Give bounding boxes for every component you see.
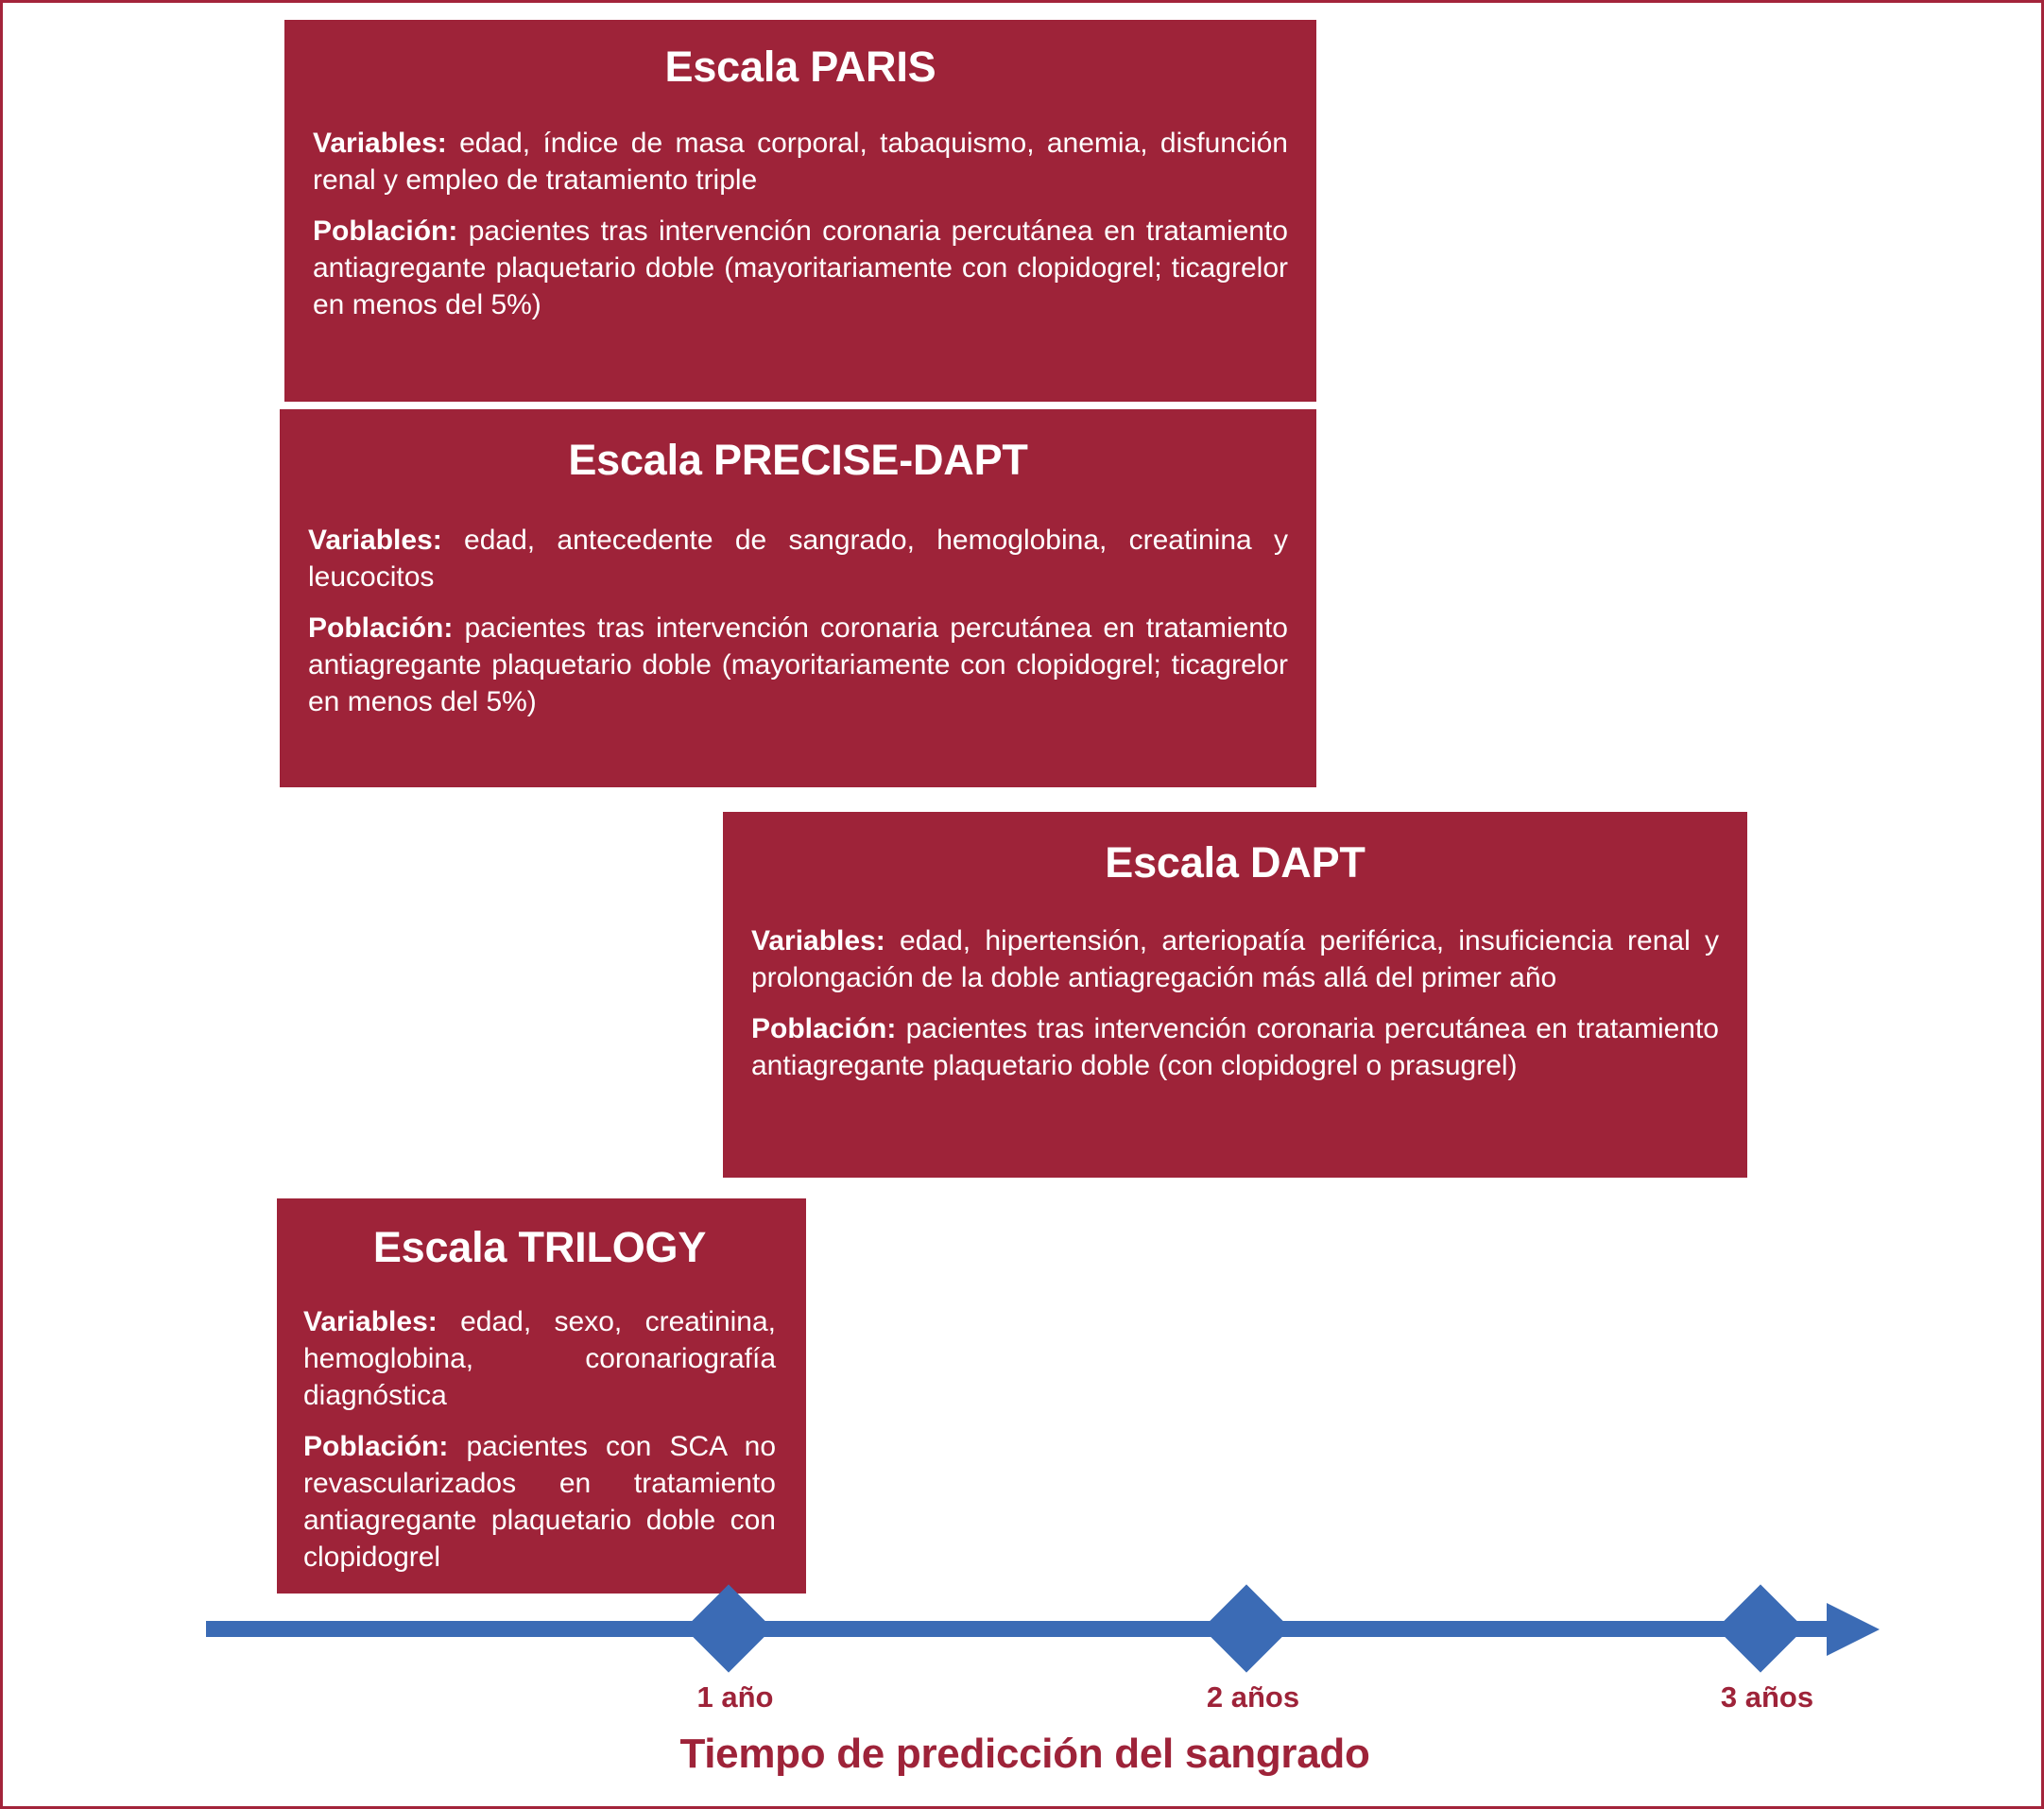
card-title-precise-dapt: Escala PRECISE-DAPT	[568, 436, 1028, 484]
spacer	[303, 1414, 776, 1428]
variables-text: edad, hipertensión, arteriopatía perifér…	[751, 925, 1719, 994]
variables-label: Variables:	[313, 128, 447, 160]
timeline-tick-diamond-icon-2	[1202, 1584, 1291, 1673]
timeline-axis-line	[206, 1621, 1844, 1637]
population-label: Población:	[308, 612, 454, 645]
variables-text: edad, sexo, creatinina, hemoglobina, cor…	[303, 1306, 776, 1412]
timeline-tick-label-1: 1 año	[696, 1680, 774, 1714]
card-title-paris: Escala PARIS	[664, 43, 936, 91]
timeline-tick-diamond-icon-1	[684, 1584, 773, 1673]
timeline-tick-label-3: 3 años	[1720, 1680, 1814, 1714]
card-population-trilogy: Población: pacientes con SCA no revascul…	[303, 1428, 776, 1576]
card-title-trilogy: Escala TRILOGY	[372, 1223, 707, 1271]
timeline-arrow-icon	[1827, 1603, 1880, 1656]
variables-label: Variables:	[751, 925, 885, 957]
scale-card-trilogy: Escala TRILOGY Variables: edad, sexo, cr…	[277, 1198, 806, 1594]
variables-text: edad, índice de masa corporal, tabaquism…	[313, 128, 1288, 197]
spacer	[308, 595, 1288, 610]
variables-label: Variables:	[308, 525, 442, 557]
timeline-tick-label-2: 2 años	[1206, 1680, 1300, 1714]
timeline-tick-diamond-icon-3	[1716, 1584, 1805, 1673]
card-title-dapt: Escala DAPT	[1105, 838, 1366, 887]
population-text: pacientes tras intervención coronaria pe…	[751, 1013, 1719, 1082]
card-population-precise-dapt: Población: pacientes tras intervención c…	[308, 610, 1288, 720]
population-label: Población:	[751, 1013, 897, 1045]
population-label: Población:	[303, 1431, 449, 1463]
prediction-timeline: 1 año 2 años 3 años	[3, 1572, 2041, 1806]
spacer	[751, 996, 1719, 1010]
timeline-caption: Tiempo de predicción del sangrado	[679, 1731, 1370, 1777]
variables-label: Variables:	[303, 1306, 438, 1338]
scale-card-paris: Escala PARIS Variables: edad, índice de …	[284, 20, 1316, 402]
spacer	[313, 198, 1288, 213]
card-population-paris: Población: pacientes tras intervención c…	[313, 213, 1288, 323]
population-text: pacientes con SCA no revascularizados en…	[303, 1431, 776, 1574]
card-variables-precise-dapt: Variables: edad, antecedente de sangrado…	[308, 522, 1288, 595]
scale-card-precise-dapt: Escala PRECISE-DAPT Variables: edad, ant…	[280, 409, 1316, 787]
card-variables-paris: Variables: edad, índice de masa corporal…	[313, 125, 1288, 198]
population-text: pacientes tras intervención coronaria pe…	[313, 215, 1288, 321]
card-variables-dapt: Variables: edad, hipertensión, arteriopa…	[751, 922, 1719, 996]
population-label: Población:	[313, 215, 458, 248]
card-variables-trilogy: Variables: edad, sexo, creatinina, hemog…	[303, 1303, 776, 1414]
card-population-dapt: Población: pacientes tras intervención c…	[751, 1010, 1719, 1084]
population-text: pacientes tras intervención coronaria pe…	[308, 612, 1288, 718]
variables-text: edad, antecedente de sangrado, hemoglobi…	[308, 525, 1288, 594]
scale-card-dapt: Escala DAPT Variables: edad, hipertensió…	[723, 812, 1747, 1178]
